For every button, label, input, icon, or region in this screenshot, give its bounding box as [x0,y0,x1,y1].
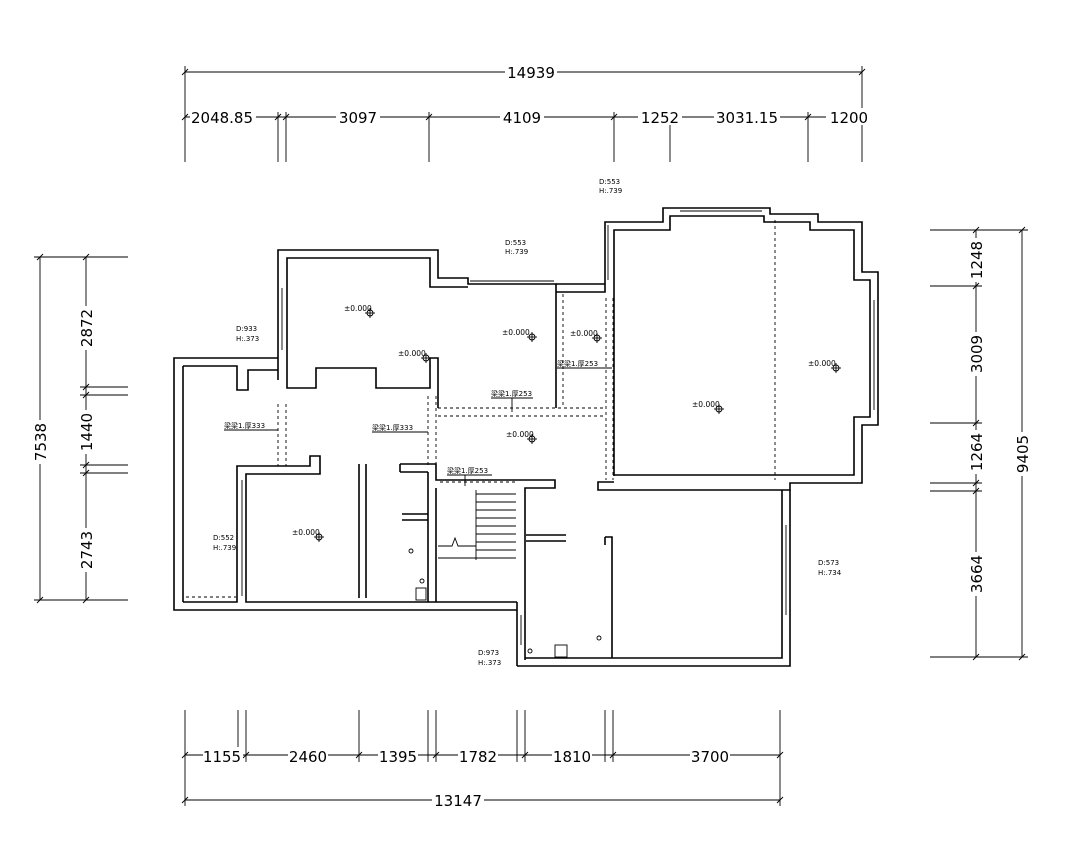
opening-note: D:933 H:.373 [236,325,259,343]
dim-bottom-total: 13147 [434,792,482,810]
dim-right-seg-3: 1264 [968,433,986,471]
beam-lines [186,220,776,598]
dim-top-seg-4: 1252 [641,109,679,127]
svg-text:±0.000: ±0.000 [692,400,720,409]
svg-text:±0.000: ±0.000 [292,528,320,537]
left-dimension-chain: 7538 2872 1440 2743 [30,253,128,604]
opening-note: D:573 H:.734 [818,559,842,577]
svg-text:±0.000: ±0.000 [502,328,530,337]
beam-note: 梁梁1.厚253 [447,466,488,475]
svg-text:H:.373: H:.373 [236,335,259,343]
dim-bottom-seg-6: 3700 [691,748,729,766]
svg-text:D:573: D:573 [818,559,839,567]
right-dimension-chain: 9405 1248 3009 1264 3664 [930,226,1032,661]
elevation-mark: ±0.000 [398,349,431,363]
dim-bottom-seg-4: 1782 [459,748,497,766]
dim-right-seg-4: 3664 [968,555,986,593]
opening-note: D:552 H:.739 [213,534,236,552]
dim-right-total: 9405 [1014,435,1032,473]
svg-text:H:.739: H:.739 [599,187,622,195]
dim-top-seg-6: 1200 [830,109,868,127]
elevation-mark: ±0.000 [506,430,537,444]
elevation-mark: ±0.000 [808,359,841,373]
dim-bottom-seg-5: 1810 [553,748,591,766]
opening-note: D:553 H:.739 [599,178,622,195]
svg-text:H:.739: H:.739 [505,248,528,256]
svg-text:±0.000: ±0.000 [808,359,836,368]
dim-top-seg-3: 4109 [503,109,541,127]
dim-top-seg-5: 3031.15 [716,109,778,127]
svg-text:±0.000: ±0.000 [398,349,426,358]
elevation-mark: ±0.000 [570,329,602,343]
dim-left-seg-2: 1440 [78,413,96,451]
elevation-marks: ±0.000 ±0.000 ±0.000 ±0.000 ±0.000 ±0.00… [292,304,841,542]
dim-bottom-seg-1: 1155 [203,748,241,766]
dim-left-total: 7538 [32,423,50,461]
svg-text:±0.000: ±0.000 [570,329,598,338]
svg-text:H:.373: H:.373 [478,659,501,667]
opening-notes: D:553 H:.739 D:553 H:.739 D:933 H:.373 D… [213,178,842,667]
elevation-mark: ±0.000 [292,528,324,542]
svg-text:D:553: D:553 [505,239,526,247]
beam-note: 梁梁1.厚253 [557,359,598,368]
fixtures [408,548,602,658]
bottom-dimension-chain: 1155 2460 1395 1782 1810 3700 13147 [181,710,784,810]
beam-note: 梁梁1.厚253 [491,389,532,398]
opening-note: D:553 H:.739 [505,239,528,256]
beam-note: 梁梁1.厚333 [224,421,265,430]
beam-notes: 梁梁1.厚333 梁梁1.厚333 梁梁1.厚253 梁梁1.厚253 梁梁1.… [224,359,612,486]
stair [438,490,516,560]
svg-text:H:.739: H:.739 [213,544,236,552]
svg-text:D:552: D:552 [213,534,234,542]
svg-text:±0.000: ±0.000 [506,430,534,439]
beam-note: 梁梁1.厚333 [372,423,413,432]
elevation-mark: ±0.000 [692,400,724,414]
svg-text:D:553: D:553 [599,178,620,186]
dim-top-total: 14939 [507,64,555,82]
svg-text:D:933: D:933 [236,325,257,333]
dim-left-seg-3: 2743 [78,531,96,569]
dim-top-seg-1: 2048.85 [191,109,253,127]
dim-bottom-seg-3: 1395 [379,748,417,766]
svg-text:H:.734: H:.734 [818,569,842,577]
dim-bottom-seg-2: 2460 [289,748,327,766]
windows [241,210,875,645]
dim-left-seg-1: 2872 [78,309,96,347]
svg-text:D:973: D:973 [478,649,499,657]
opening-note: D:973 H:.373 [478,649,501,667]
top-dimension-chain: 14939 2048.85 3097 4109 1252 3031.15 120… [181,63,870,162]
dim-right-seg-1: 1248 [968,241,986,279]
svg-text:±0.000: ±0.000 [344,304,372,313]
elevation-mark: ±0.000 [502,328,537,342]
dim-top-seg-2: 3097 [339,109,377,127]
dim-right-seg-2: 3009 [968,335,986,373]
elevation-mark: ±0.000 [344,304,375,318]
